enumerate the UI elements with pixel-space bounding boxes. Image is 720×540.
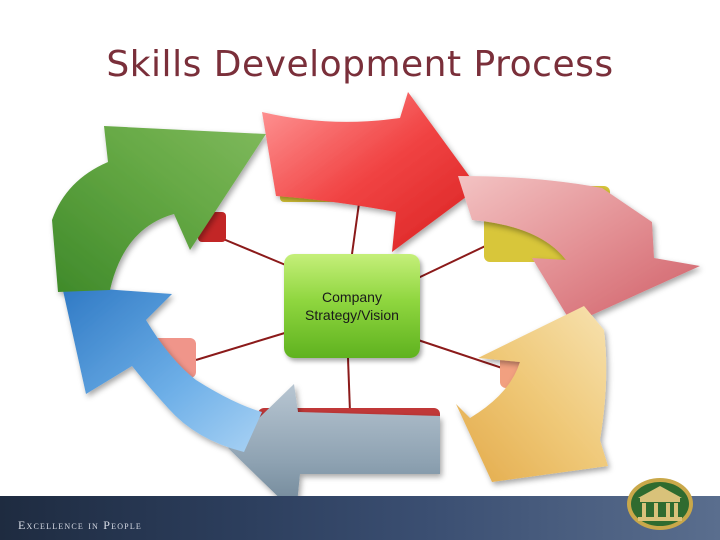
- center-strategy-label: Company Strategy/Vision: [305, 289, 399, 323]
- footer-tagline: Excellence in People: [18, 518, 142, 532]
- red-arrow-icon: [262, 92, 478, 252]
- pink-arrow-icon: [458, 176, 700, 324]
- gray-arrow-icon: [228, 384, 440, 514]
- connector-lines: [195, 195, 515, 413]
- gold-arrow-icon: [456, 306, 608, 482]
- connector-line: [347, 357, 351, 413]
- connector-line: [417, 339, 515, 373]
- center-strategy-box: Company Strategy/Vision: [284, 254, 420, 358]
- connector-line: [195, 331, 289, 361]
- blue-arrow-icon: [62, 286, 262, 452]
- slide-title: Skills Development Process: [106, 44, 614, 85]
- connector-line: [215, 235, 289, 267]
- ipd-building-logo-icon: [627, 478, 693, 530]
- green-arrow-icon: [52, 126, 266, 292]
- footer-bar: [0, 496, 720, 540]
